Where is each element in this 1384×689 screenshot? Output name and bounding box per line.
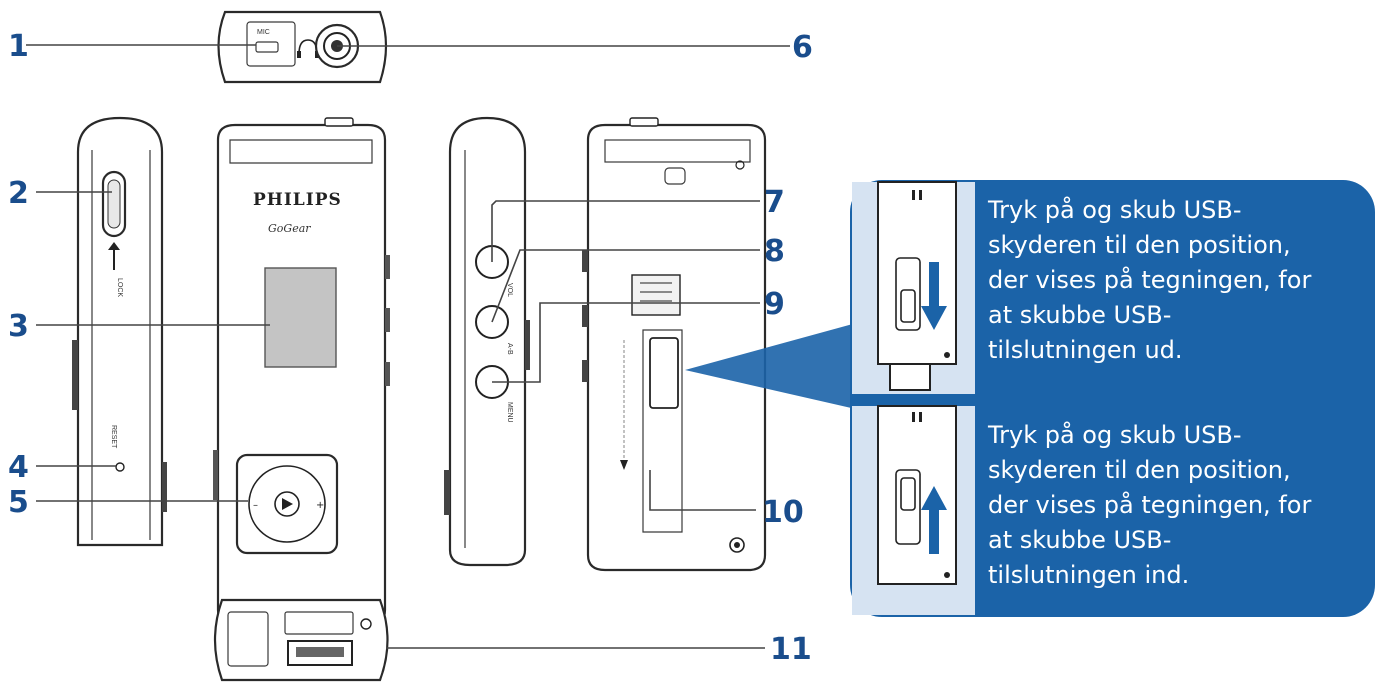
- panel-top-line-3: der vises på tegningen, for: [988, 265, 1311, 294]
- panel-bottom-line-2: skyderen til den position,: [988, 456, 1291, 484]
- callout-1: 1: [8, 29, 29, 64]
- arrow-up-icon: [921, 486, 947, 554]
- usb-slide-in-illustration: [877, 405, 957, 585]
- brand-logo: PHILIPS: [253, 190, 342, 210]
- vol-label: VOL: [506, 283, 513, 297]
- callout-10: 10: [762, 495, 804, 530]
- panel-bottom-line-1: Tryk på og skub USB-: [987, 420, 1242, 449]
- callout-9: 9: [764, 287, 785, 322]
- panel-top-line-5: tilslutningen ud.: [988, 336, 1183, 364]
- side-view-right: VOL A-B MENU: [444, 116, 530, 567]
- play-pause-icon: [282, 498, 293, 510]
- label-sticker: [631, 274, 681, 316]
- panel-top-line-1: Tryk på og skub USB-: [987, 195, 1242, 224]
- panel-bottom-line-5: tilslutningen ind.: [988, 561, 1189, 589]
- usb-slider-track: [642, 329, 683, 533]
- panel-top-line-4: at skubbe USB-: [988, 301, 1171, 329]
- callout-11: 11: [770, 632, 812, 667]
- menu-label: MENU: [506, 402, 513, 423]
- callout-8: 8: [764, 234, 785, 269]
- leader-lines: [26, 44, 790, 649]
- arrow-down-icon: [921, 262, 947, 330]
- panel-bottom-line-3: der vises på tegningen, for: [988, 490, 1311, 519]
- panel-top-text: Tryk på og skub USB- skyderen til den po…: [987, 195, 1319, 364]
- callout-5: 5: [8, 485, 29, 520]
- minus-icon: –: [253, 500, 258, 511]
- panel-background: [850, 180, 1375, 617]
- lock-label: LOCK: [116, 278, 123, 297]
- callout-7: 7: [764, 185, 785, 220]
- lock-arrow-icon: [108, 242, 120, 270]
- callout-numbers: 1 2 3 4 5 6 7 8 9 10 11: [8, 29, 813, 667]
- top-view: MIC: [217, 10, 388, 84]
- reset-label: RESET: [110, 425, 117, 449]
- callout-4: 4: [8, 450, 29, 485]
- usb-instruction-panel: Tryk på og skub USB- skyderen til den po…: [850, 180, 1375, 617]
- plus-icon: +: [316, 500, 324, 511]
- zoom-cone: [685, 322, 860, 410]
- panel-top-line-2: skyderen til den position,: [988, 231, 1291, 259]
- callout-2: 2: [8, 176, 29, 211]
- panel-bottom-line-4: at skubbe USB-: [988, 526, 1171, 554]
- bottom-view: [213, 598, 389, 682]
- navigation-pad[interactable]: + –: [235, 453, 339, 555]
- back-view: [582, 117, 767, 572]
- side-view-left: LOCK RESET: [72, 116, 167, 547]
- display-screen: [264, 267, 337, 368]
- reset-hole[interactable]: [115, 462, 125, 472]
- mic-label: MIC: [257, 29, 270, 36]
- usb-slider[interactable]: [649, 337, 679, 409]
- ab-label: A-B: [506, 343, 513, 355]
- model-name: GoGear: [268, 222, 311, 235]
- front-view: PHILIPS GoGear + –: [213, 117, 390, 627]
- usb-slide-out-illustration: [877, 181, 957, 391]
- callout-3: 3: [8, 309, 29, 344]
- callout-6: 6: [792, 30, 813, 65]
- panel-bottom-text: Tryk på og skub USB- skyderen til den po…: [987, 420, 1319, 589]
